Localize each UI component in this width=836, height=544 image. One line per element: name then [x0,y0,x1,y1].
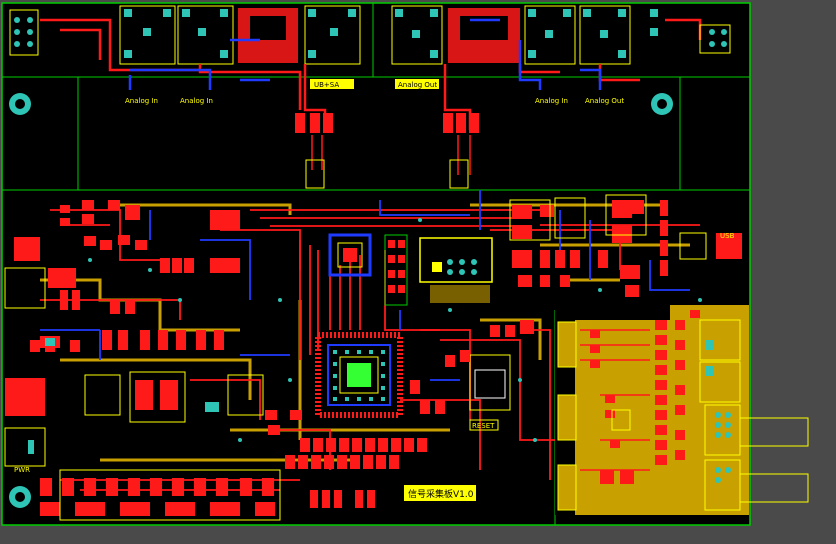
label-analog-in-1: Analog In [125,97,158,105]
label-pwr: PWR [14,466,30,474]
secondary-chip [328,233,408,306]
label-analog-in-2: Analog In [180,97,213,105]
mid-components [295,113,479,189]
label-usb: USB [720,232,735,240]
mcu-chip [315,332,403,418]
label-ub-sa: UB+SA [314,81,339,89]
label-reset: RESET [472,422,495,430]
usb-header [419,237,493,303]
label-analog-out-2: Analog Out [585,97,624,105]
bottom-silk: 信号采集板V1.0 [59,469,476,521]
label-analog-out-1: Analog Out [398,81,437,89]
label-analog-in-3: Analog In [535,97,568,105]
right-component-cluster [410,200,668,414]
left-connectors [9,9,742,261]
label-board-name: 信号采集板V1.0 [408,488,474,500]
vias [88,218,702,442]
left-component-cluster: PWR [4,200,264,474]
bottom-row-components [40,410,427,516]
top-connector-blocks [119,5,658,65]
top-labels: Analog In Analog In UB+SA Analog Out Ana… [125,79,624,105]
right-mid-silk: USB [509,194,735,260]
reset-area: RESET [469,354,511,431]
copper-pour-area [555,305,809,515]
